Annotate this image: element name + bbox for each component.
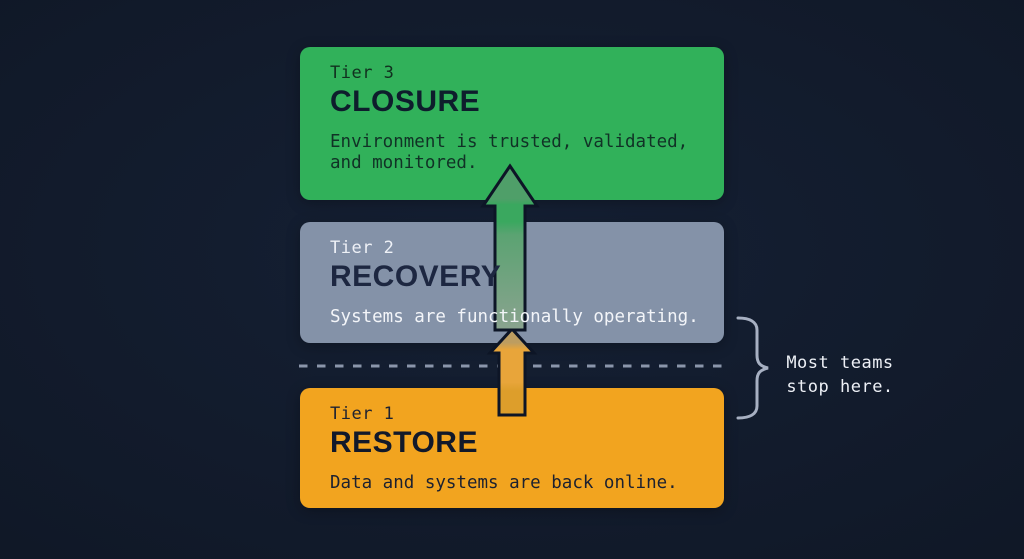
recovery-to-closure-arrow [480,163,540,332]
annotation-line-2: stop here. [786,377,894,397]
restore-to-recovery-arrow [486,326,538,417]
tier1-restore-box: Tier 1 RESTORE Data and systems are back… [300,388,724,508]
tier1-label: Tier 1 [330,404,395,424]
annotation-line-1: Most teams [786,353,894,373]
right-brace-bracket [736,316,769,420]
tier2-description: Systems are functionally operating. [330,307,699,327]
tier1-title: RESTORE [330,426,478,459]
tier3-content: Tier 3 CLOSURE Environment is trusted, v… [300,47,724,174]
tier1-content: Tier 1 RESTORE Data and systems are back… [300,388,724,494]
tier3-label: Tier 3 [330,63,395,83]
tier3-description: Environment is trusted, validated, and m… [330,132,689,173]
tier2-recovery-box: Tier 2 RECOVERY Systems are functionally… [300,222,724,343]
annotation-most-teams-stop-here: Most teams stop here. [765,351,915,399]
tier2-label: Tier 2 [330,238,395,258]
tier2-content: Tier 2 RECOVERY Systems are functionally… [300,222,724,328]
tier3-title: CLOSURE [330,85,481,118]
tier1-description: Data and systems are back online. [330,473,678,493]
tier2-title: RECOVERY [330,260,502,293]
